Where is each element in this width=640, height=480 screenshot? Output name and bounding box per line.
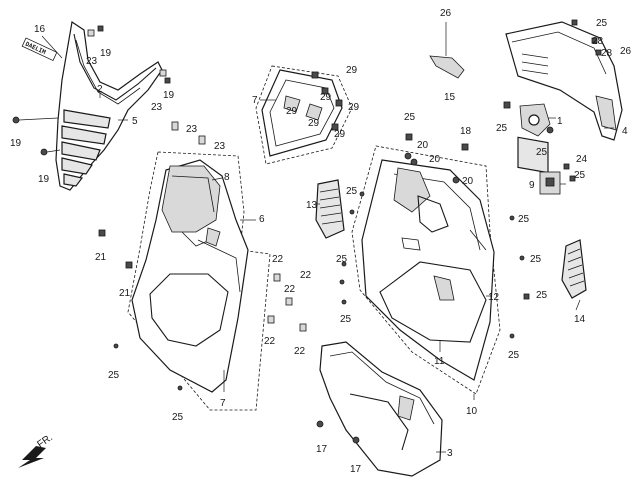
callout-18: 18 xyxy=(460,126,472,137)
callout-25l: 25 xyxy=(340,314,352,325)
callout-8: 8 xyxy=(224,172,230,183)
callout-19a: 19 xyxy=(100,48,112,59)
upper-right-cover-part xyxy=(505,19,623,174)
callout-25e: 25 xyxy=(404,112,416,123)
callout-7b: 7 xyxy=(220,398,226,409)
fastener-clips-inner-shield xyxy=(339,133,530,339)
logo-emblem: DAELIM xyxy=(21,37,58,62)
callout-25m: 25 xyxy=(108,370,120,381)
logo-text: DAELIM xyxy=(24,41,47,57)
callout-25h: 25 xyxy=(530,254,542,265)
callout-labels: 1 2 3 4 5 6 7 7 8 9 10 11 12 13 14 15 16… xyxy=(10,8,632,475)
callout-26b: 26 xyxy=(620,46,632,57)
callout-23d: 23 xyxy=(214,141,226,152)
callout-25d: 25 xyxy=(574,170,586,181)
callout-29c: 29 xyxy=(286,106,298,117)
callout-12: 12 xyxy=(488,292,500,303)
arrow-icon xyxy=(18,446,46,468)
callout-22a: 22 xyxy=(272,254,284,265)
callout-21a: 21 xyxy=(95,252,107,263)
callout-23b: 23 xyxy=(151,102,163,113)
callout-25k: 25 xyxy=(336,254,348,265)
right-vent-part xyxy=(561,239,587,299)
callout-11: 11 xyxy=(434,356,445,367)
front-top-cover-part: DAELIM xyxy=(21,20,163,191)
callout-20c: 20 xyxy=(462,176,474,187)
callout-25c: 25 xyxy=(536,147,548,158)
callout-9: 9 xyxy=(529,180,535,191)
callout-25g: 25 xyxy=(518,214,530,225)
callout-20a: 20 xyxy=(417,140,429,151)
front-inner-panel-part xyxy=(127,151,271,411)
callout-16: 16 xyxy=(34,24,46,35)
callout-22b: 22 xyxy=(284,284,296,295)
callout-25f: 25 xyxy=(346,186,358,197)
callout-17b: 17 xyxy=(350,464,362,475)
callout-29f: 29 xyxy=(308,118,320,129)
callout-13: 13 xyxy=(306,200,318,211)
callout-23a: 23 xyxy=(86,56,98,67)
callout-20b: 20 xyxy=(429,154,441,165)
callout-29e: 29 xyxy=(334,129,346,140)
callout-25a: 25 xyxy=(596,18,608,29)
callout-29d: 29 xyxy=(348,102,360,113)
callout-24: 24 xyxy=(576,154,588,165)
callout-22e: 22 xyxy=(294,346,306,357)
callout-19c: 19 xyxy=(10,138,22,149)
switch-part xyxy=(503,101,554,137)
callout-22d: 22 xyxy=(264,336,276,347)
callout-21b: 21 xyxy=(119,288,131,299)
callout-2: 2 xyxy=(97,84,103,95)
small-component-part xyxy=(539,163,576,195)
callout-5: 5 xyxy=(132,116,138,127)
callout-17a: 17 xyxy=(316,444,328,455)
inner-leg-shield-part xyxy=(351,145,501,395)
callout-25n: 25 xyxy=(172,412,184,423)
callout-29a: 29 xyxy=(346,65,358,76)
callout-26a: 26 xyxy=(440,8,452,19)
callout-22c: 22 xyxy=(300,270,312,281)
callout-28b: 28 xyxy=(601,48,613,59)
callout-19d: 19 xyxy=(38,174,50,185)
callout-25b: 25 xyxy=(496,123,508,134)
callout-3: 3 xyxy=(447,448,453,459)
callout-29b: 29 xyxy=(320,92,332,103)
callout-7a: 7 xyxy=(252,95,258,106)
callout-28a: 28 xyxy=(592,36,604,47)
fastener-clips-top-left xyxy=(12,25,171,156)
callout-25j: 25 xyxy=(508,350,520,361)
callout-23c: 23 xyxy=(186,124,198,135)
callout-6: 6 xyxy=(259,214,265,225)
inner-bracket-part xyxy=(255,65,353,165)
leader-lines xyxy=(99,92,614,453)
callout-19b: 19 xyxy=(163,90,175,101)
front-direction-indicator: FR. xyxy=(18,432,55,468)
lower-front-cover-part xyxy=(316,341,443,477)
fastener-clips-left-panel xyxy=(98,121,307,391)
callout-1: 1 xyxy=(557,116,563,127)
left-vent-part xyxy=(315,179,345,239)
front-grille xyxy=(61,109,111,187)
callout-14: 14 xyxy=(574,314,586,325)
callout-25i: 25 xyxy=(536,290,548,301)
small-cap-part xyxy=(429,22,465,79)
callout-10: 10 xyxy=(466,406,478,417)
callout-15: 15 xyxy=(444,92,456,103)
callout-4: 4 xyxy=(622,126,628,137)
